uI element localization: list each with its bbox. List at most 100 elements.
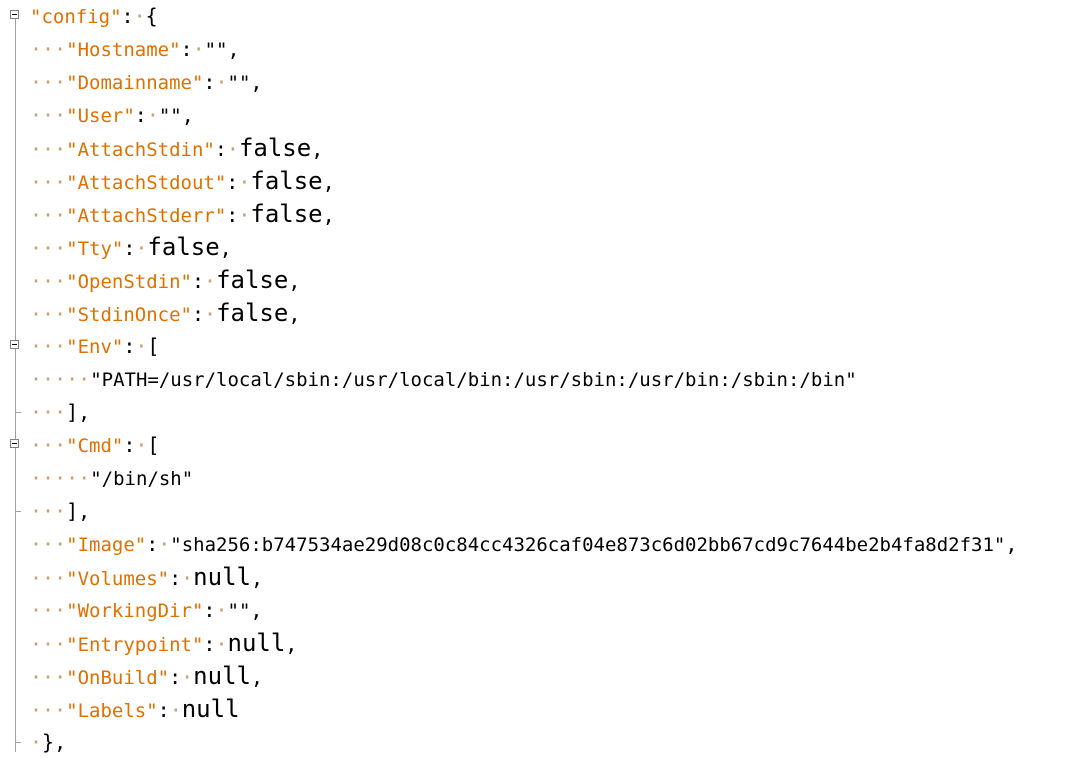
code-text: ·},	[30, 726, 66, 758]
json-key: "OpenStdin"	[66, 271, 192, 293]
punctuation: ,	[1005, 532, 1018, 556]
code-text: ···"Labels":·null	[30, 693, 240, 728]
indent-whitespace: ···	[30, 499, 67, 523]
space-marker: ·	[146, 103, 159, 127]
colon: :	[146, 532, 159, 556]
code-text: ···],	[30, 396, 90, 429]
code-line[interactable]: ···"Cmd":·[	[0, 429, 1072, 462]
colon: :	[191, 269, 205, 293]
punctuation: ,	[181, 103, 194, 127]
code-line[interactable]: ···"OnBuild":·null,	[0, 660, 1072, 693]
json-key: "OnBuild"	[66, 667, 170, 689]
json-key: "AttachStderr"	[66, 205, 227, 227]
code-line[interactable]: ···"Tty":·false,	[0, 231, 1072, 264]
colon: :	[169, 566, 182, 590]
json-value: "/bin/sh"	[90, 468, 194, 490]
code-text: ···"Env":·[	[30, 330, 159, 364]
code-line[interactable]: ···"StdinOnce":·false,	[0, 297, 1072, 330]
json-key: "Volumes"	[66, 568, 170, 590]
json-key: "WorkingDir"	[66, 600, 204, 622]
indent-whitespace: ···	[30, 37, 67, 61]
code-text: ···"Entrypoint":·null,	[30, 627, 297, 662]
indent-whitespace: ···	[30, 203, 67, 227]
colon: :	[134, 103, 147, 127]
colon: :	[180, 37, 193, 61]
colon: :	[203, 632, 216, 656]
code-line[interactable]: ···"Entrypoint":·null,	[0, 627, 1072, 660]
json-value: null	[193, 563, 251, 591]
json-key: "Labels"	[66, 700, 158, 722]
colon: :	[121, 4, 134, 28]
json-key: "Image"	[66, 534, 147, 556]
json-key: "Domainname"	[66, 72, 204, 94]
indent-whitespace: ·····	[30, 367, 91, 391]
punctuation: ,	[285, 632, 298, 656]
space-marker: ·	[238, 170, 251, 194]
fold-end-marker	[15, 742, 21, 743]
code-line[interactable]: ···],	[0, 396, 1072, 429]
colon: :	[226, 170, 239, 194]
code-line[interactable]: ···"WorkingDir":·"",	[0, 594, 1072, 627]
indent-whitespace: ·····	[30, 466, 91, 490]
json-key: "Env"	[66, 336, 124, 358]
space-marker: ·	[215, 598, 228, 622]
code-line[interactable]: "config":·{	[0, 0, 1072, 33]
code-line[interactable]: ···"Labels":·null	[0, 693, 1072, 726]
space-marker: ·	[135, 334, 148, 358]
fold-collapse-icon[interactable]	[10, 340, 19, 349]
code-line[interactable]: ···"Env":·[	[0, 330, 1072, 363]
code-text: ···"User":·"",	[30, 99, 194, 133]
indent-whitespace: ···	[30, 103, 67, 127]
colon: :	[203, 70, 216, 94]
code-line[interactable]: ···"User":·"",	[0, 99, 1072, 132]
json-value: false	[216, 299, 289, 327]
code-line[interactable]: ···"AttachStderr":·false,	[0, 198, 1072, 231]
fold-gutter-line	[15, 12, 16, 752]
code-line[interactable]: ···"Image":·"sha256:b747534ae29d08c0c84c…	[0, 528, 1072, 561]
colon: :	[226, 203, 239, 227]
indent-whitespace: ···	[30, 665, 67, 689]
code-line[interactable]: ···"AttachStdin":·false,	[0, 132, 1072, 165]
space-marker: ·	[238, 203, 251, 227]
punctuation: ],	[66, 499, 91, 523]
punctuation: ,	[250, 70, 263, 94]
punctuation: ,	[219, 236, 232, 260]
colon: :	[203, 598, 216, 622]
punctuation: ,	[322, 203, 335, 227]
space-marker: ·	[226, 137, 239, 161]
json-value: ""	[204, 39, 228, 61]
code-line[interactable]: ···"Domainname":·"",	[0, 66, 1072, 99]
json-key: "AttachStdout"	[66, 172, 227, 194]
space-marker: ·	[133, 4, 146, 28]
code-line[interactable]: ·····"/bin/sh"	[0, 462, 1072, 495]
space-marker: ·	[181, 665, 194, 689]
code-line[interactable]: ·····"PATH=/usr/local/sbin:/usr/local/bi…	[0, 363, 1072, 396]
indent-whitespace: ···	[30, 400, 67, 424]
fold-collapse-icon[interactable]	[10, 439, 19, 448]
json-key: "Tty"	[66, 238, 124, 260]
code-line[interactable]: ···],	[0, 495, 1072, 528]
code-line[interactable]: ···"AttachStdout":·false,	[0, 165, 1072, 198]
json-value: false	[238, 134, 312, 162]
indent-whitespace: ···	[30, 566, 67, 590]
space-marker: ·	[158, 532, 171, 556]
punctuation: {	[145, 4, 158, 28]
json-value: ""	[227, 72, 251, 94]
code-text: ···"Volumes":·null,	[30, 561, 263, 596]
json-key: "Entrypoint"	[66, 634, 204, 656]
json-value: null	[227, 629, 286, 657]
code-text: ···"AttachStdout":·false,	[30, 165, 335, 200]
punctuation: ,	[322, 170, 335, 194]
json-value: false	[147, 233, 220, 261]
indent-whitespace: ···	[30, 632, 67, 656]
code-line[interactable]: ···"Volumes":·null,	[0, 561, 1072, 594]
code-line[interactable]: ···"OpenStdin":·false,	[0, 264, 1072, 297]
code-line[interactable]: ···"Hostname":·"",	[0, 33, 1072, 66]
punctuation: ,	[311, 137, 324, 161]
code-text: ···"AttachStdin":·false,	[30, 132, 323, 167]
fold-collapse-icon[interactable]	[10, 10, 19, 19]
punctuation: [	[147, 334, 160, 358]
code-line[interactable]: ·},	[0, 726, 1072, 758]
json-key: "AttachStdin"	[66, 139, 215, 161]
